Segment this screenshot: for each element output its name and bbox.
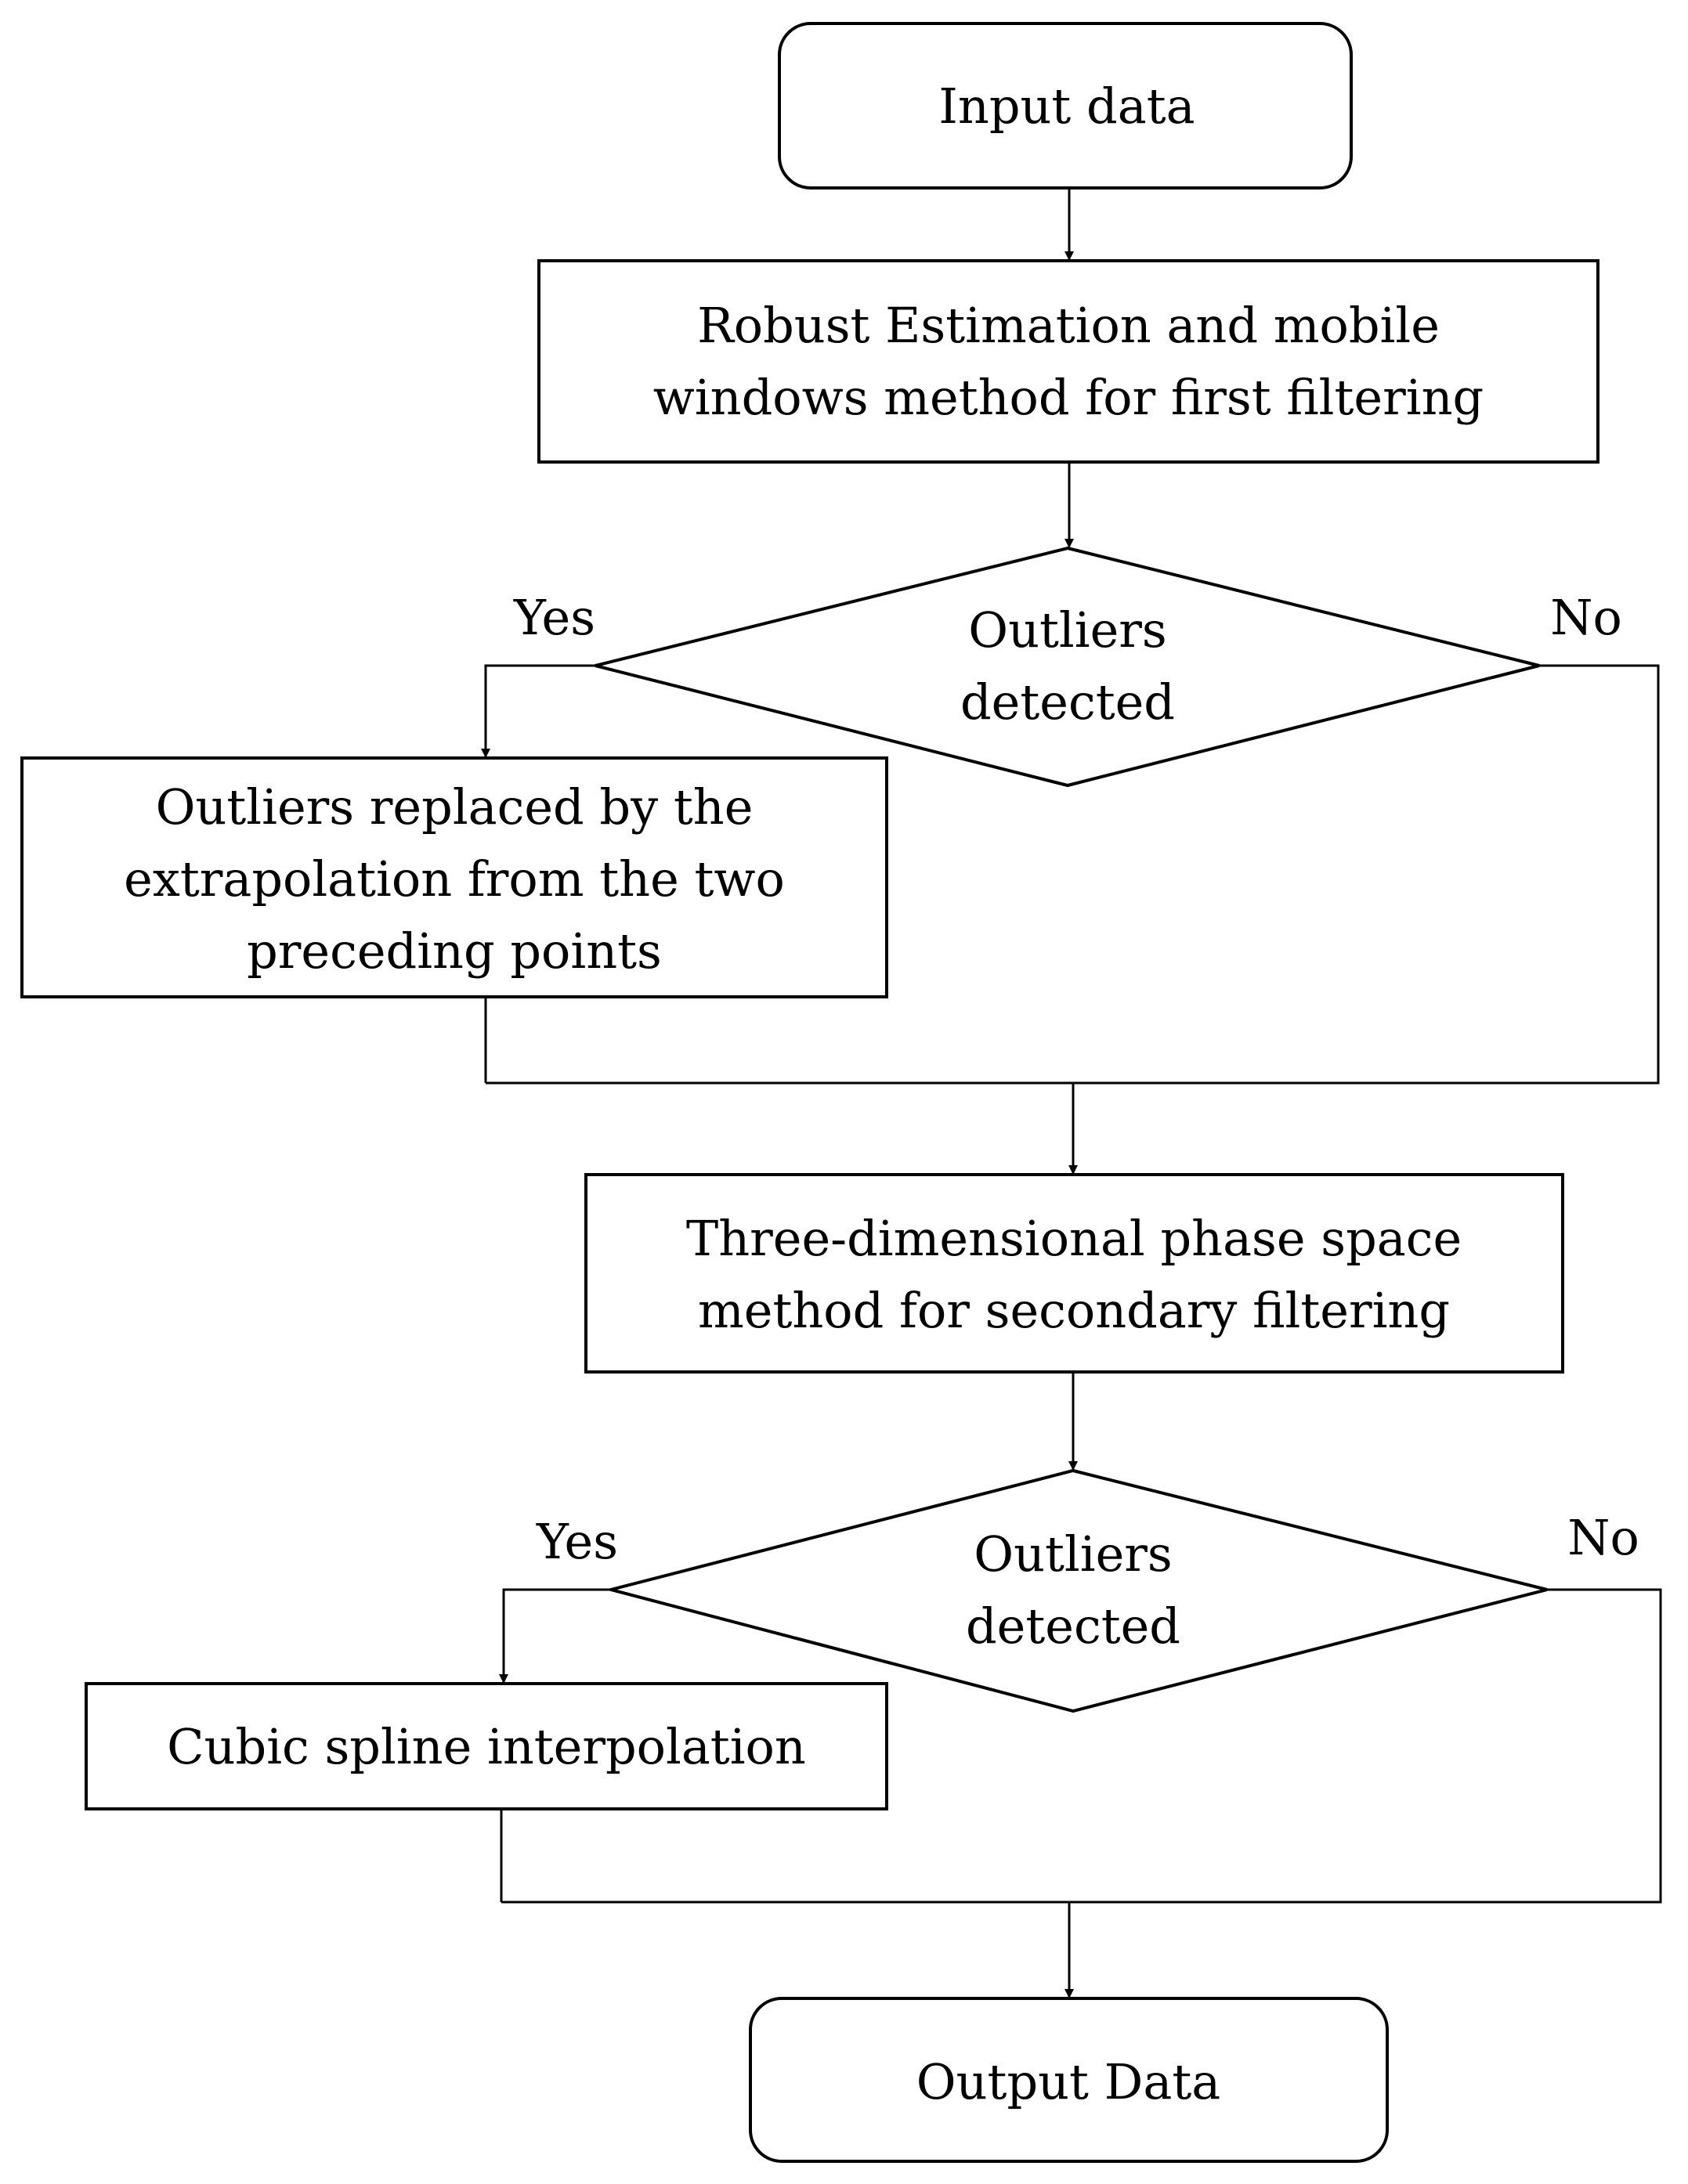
cubic-spline-box xyxy=(85,1682,888,1810)
first-filtering-box xyxy=(537,259,1599,464)
decision1-yes-label: Yes xyxy=(513,589,595,646)
decision1-label-line1: Outliers xyxy=(968,601,1166,659)
step1-label-line2: windows method for first filtering xyxy=(653,369,1484,426)
decision1-no-label: No xyxy=(1550,589,1622,646)
secondary-filtering-box xyxy=(584,1173,1564,1374)
decision2-label-line1: Outliers xyxy=(974,1525,1172,1583)
step2-label-line1: Three-dimensional phase space xyxy=(686,1210,1462,1267)
action1-label-line3: preceding points xyxy=(247,922,662,980)
decision2-yes-label: Yes xyxy=(536,1513,618,1570)
action1-label-line1: Outliers replaced by the xyxy=(156,778,754,836)
decision-1-diamond xyxy=(595,546,1540,788)
decision1-label-line2: detected xyxy=(960,673,1175,731)
end-label: Output Data xyxy=(916,2053,1220,2110)
outlier-replacement-box xyxy=(20,756,888,998)
connector-decision2-no xyxy=(501,1588,1662,1904)
connector-decision1-yes xyxy=(481,664,595,758)
end-terminal xyxy=(749,1997,1389,2163)
decision-2-diamond xyxy=(605,1468,1548,1713)
decision2-no-label: No xyxy=(1567,1509,1639,1566)
start-terminal xyxy=(778,22,1353,190)
action1-label-line2: extrapolation from the two xyxy=(124,850,785,908)
action2-label: Cubic spline interpolation xyxy=(167,1718,806,1775)
connector-decision2-yes xyxy=(499,1588,611,1684)
start-label: Input data xyxy=(938,78,1195,135)
step2-label-line2: method for secondary filtering xyxy=(698,1282,1450,1339)
step1-label-line1: Robust Estimation and mobile xyxy=(697,297,1440,354)
decision2-label-line2: detected xyxy=(966,1597,1180,1655)
